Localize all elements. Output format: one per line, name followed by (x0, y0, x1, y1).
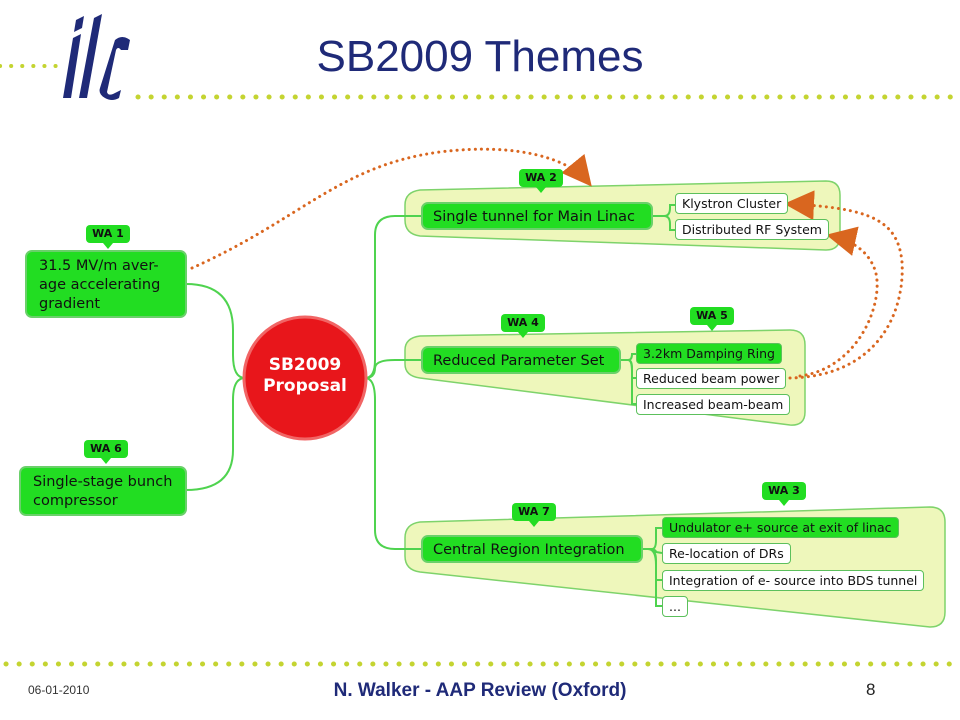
item-klystron-cluster: Klystron Cluster (675, 193, 789, 214)
tag-wa2: WA 2 (519, 169, 563, 193)
item-e-source-bds: Integration of e- source into BDS tunnel (662, 570, 925, 591)
branch-main-linac-text: Single tunnel for Main Linac (433, 209, 635, 225)
top-dotted-rule (0, 64, 960, 100)
tag-wa5: WA 5 (690, 307, 734, 331)
tag-wa1: WA 1 (86, 225, 130, 249)
item-distributed-rf: Distributed RF System (675, 219, 829, 240)
item-damping-ring: 3.2km Damping Ring (636, 343, 782, 364)
ilc-logo (63, 14, 130, 100)
item-undulator-source: Undulator e+ source at exit of linac (662, 517, 899, 538)
tag-wa7: WA 7 (512, 503, 556, 527)
branch-central-region: Central Region Integration (421, 535, 643, 563)
footer-date: 06-01-2010 (28, 683, 90, 697)
center-proposal-circle (242, 315, 368, 441)
tag-wa6: WA 6 (84, 440, 128, 464)
left-node-gradient: 31.5 MV/m aver-age accelerating gradient (25, 250, 187, 318)
page-number: 8 (866, 680, 876, 699)
center-proposal-label: SB2009 Proposal (263, 355, 347, 396)
connectors (185, 204, 676, 607)
left-node-bunch-compressor: Single-stage bunch compressor (19, 466, 187, 516)
item-ellipsis: ... (662, 596, 688, 617)
tag-wa4: WA 4 (501, 314, 545, 338)
left-node-bunch-compressor-text: Single-stage bunch compressor (33, 474, 173, 509)
item-relocation-drs: Re-location of DRs (662, 543, 791, 564)
dependency-arrows (190, 147, 904, 380)
left-node-gradient-text: 31.5 MV/m aver-age accelerating gradient (39, 258, 161, 312)
tag-wa3: WA 3 (762, 482, 806, 506)
item-reduced-beam-power: Reduced beam power (636, 368, 787, 389)
branch-central-region-text: Central Region Integration (433, 542, 625, 558)
item-increased-beam-beam: Increased beam-beam (636, 394, 791, 415)
branch-reduced-params: Reduced Parameter Set (421, 346, 621, 374)
branch-main-linac: Single tunnel for Main Linac (421, 202, 653, 230)
slide-title: SB2009 Themes (316, 32, 644, 81)
branch-reduced-params-text: Reduced Parameter Set (433, 353, 605, 369)
footer-author: N. Walker - AAP Review (Oxford) (333, 680, 627, 701)
